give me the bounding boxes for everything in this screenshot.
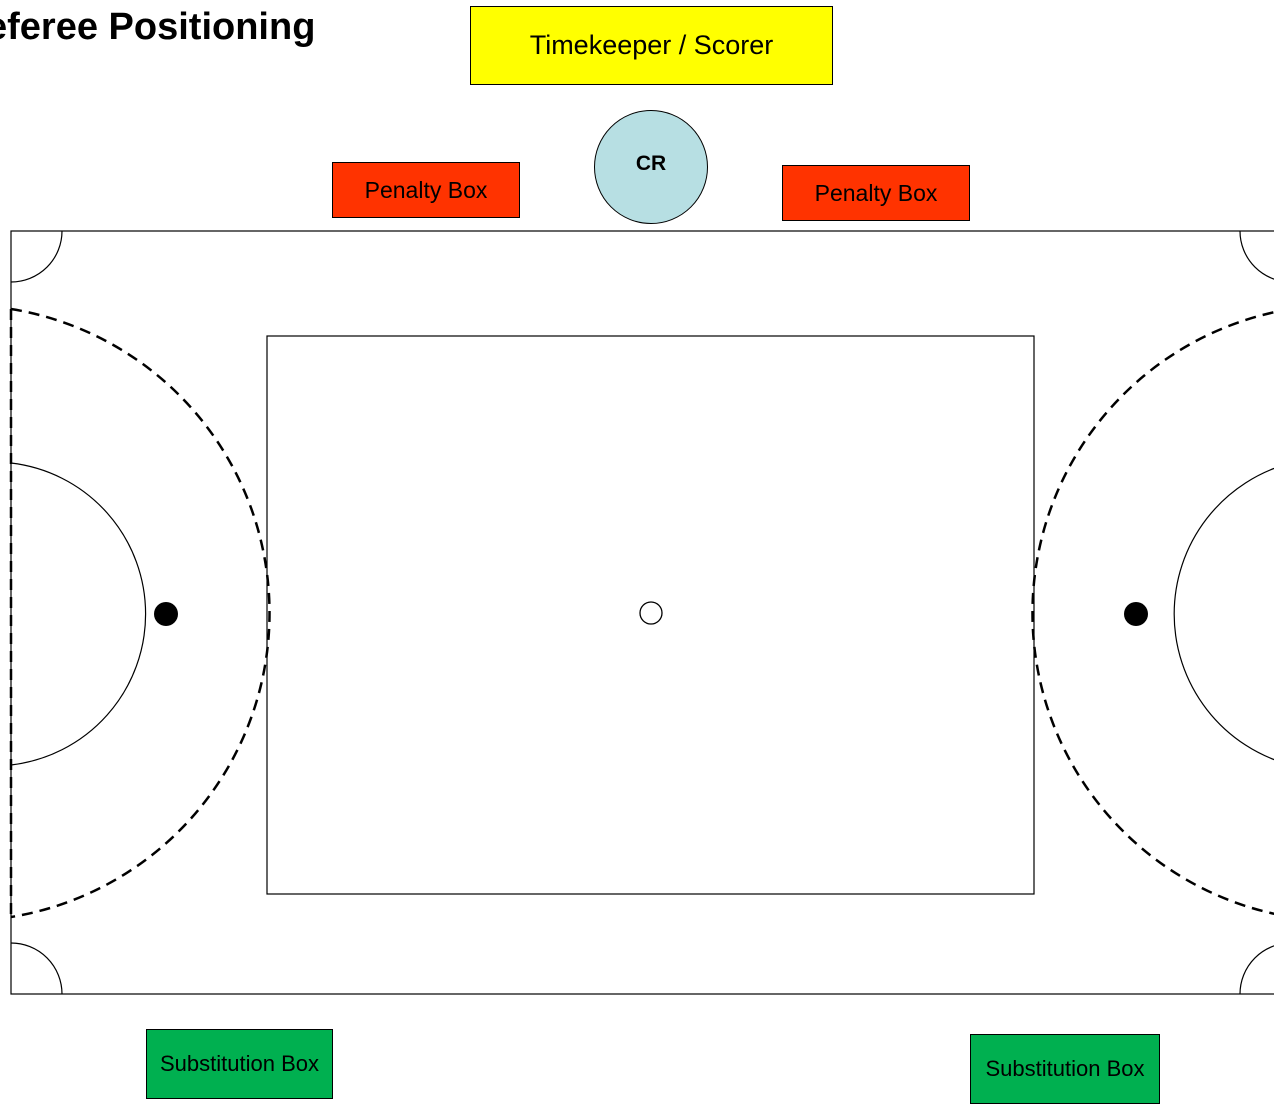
corner-arc-bottom-left (10, 942, 63, 995)
penalty-box-right: Penalty Box (782, 165, 970, 221)
center-zone (266, 335, 1035, 895)
substitution-box-right: Substitution Box (970, 1034, 1160, 1104)
penalty-spot-right (1124, 602, 1148, 626)
pitch-boundary (10, 230, 1274, 995)
penalty-spot-left (154, 602, 178, 626)
diagram-title: eferee Positioning (0, 6, 316, 48)
corner-arc-top-right (1239, 230, 1274, 280)
goal-circle-right (1173, 467, 1274, 761)
goal-circle-left (10, 462, 147, 766)
corner-arc-bottom-right (1239, 945, 1274, 995)
penalty-box-right-label: Penalty Box (814, 179, 938, 206)
penalty-box-left-label: Penalty Box (364, 176, 488, 203)
substitution-box-left: Substitution Box (146, 1029, 333, 1099)
free-throw-arc-left (10, 307, 271, 919)
center-spot (639, 601, 663, 625)
penalty-box-left: Penalty Box (332, 162, 520, 218)
substitution-box-left-label: Substitution Box (160, 1050, 319, 1076)
center-referee-marker: CR (594, 110, 708, 224)
timekeeper-scorer-box: Timekeeper / Scorer (470, 6, 833, 85)
free-throw-arc-right (1031, 311, 1274, 915)
center-referee-label: CR (635, 152, 667, 175)
corner-arc-top-left (10, 230, 63, 283)
substitution-box-right-label: Substitution Box (985, 1055, 1145, 1081)
timekeeper-scorer-label: Timekeeper / Scorer (529, 30, 774, 60)
